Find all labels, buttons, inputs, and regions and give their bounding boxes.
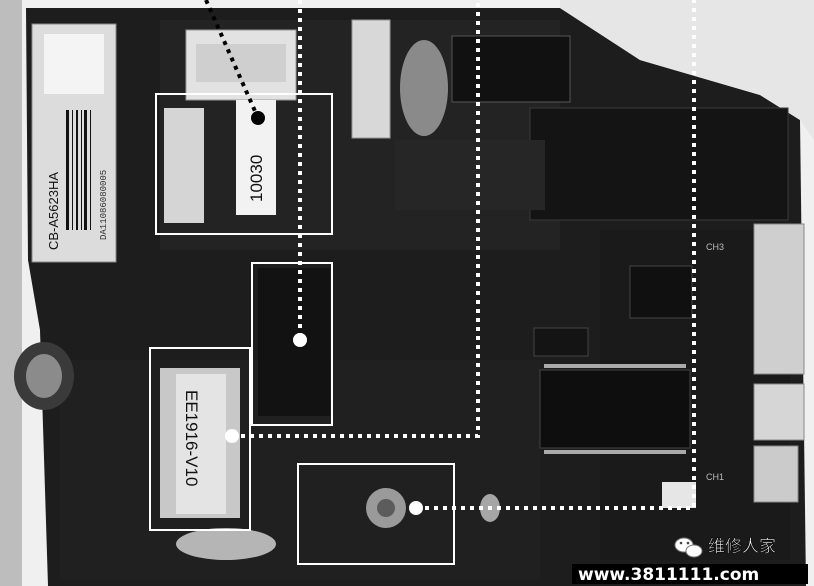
- highlight-box-power-ic: [251, 262, 333, 426]
- connector-mark-1: CH3: [706, 242, 724, 252]
- test-pad: [662, 482, 696, 508]
- left-shadow-strip: [0, 0, 22, 586]
- marker-dot-power-ic: [293, 333, 307, 347]
- leader-line-buzzer: [416, 0, 696, 510]
- electrolytic-capacitor: [14, 342, 74, 410]
- small-ic: [533, 327, 589, 357]
- main-relay: [529, 107, 789, 221]
- marker-dot-transformer: [225, 429, 239, 443]
- model-sticker: CB-A5623HA DA11086080005: [31, 23, 117, 263]
- mcu-pins: [544, 364, 686, 454]
- highlight-box-fuse-resistor: [155, 93, 333, 235]
- marker-dot-buzzer: [409, 501, 423, 515]
- bottom-capacitor: [176, 528, 276, 560]
- leader-line-transformer: [232, 0, 480, 438]
- cement-resistor: [351, 19, 391, 139]
- top-capacitor: [400, 40, 448, 136]
- highlight-box-buzzer: [297, 463, 455, 565]
- sticker-barcode: [66, 110, 91, 230]
- terminal-block: [451, 35, 571, 103]
- transformer-marking-text: EE1916-V10: [182, 390, 201, 486]
- watermark-url: www.3811111.com: [578, 565, 759, 585]
- highlight-box-transformer: [149, 347, 251, 531]
- fuse-holder: [164, 108, 204, 223]
- right-connectors: [753, 223, 805, 503]
- driver-chip: [629, 265, 693, 319]
- resistor-marking-text: 10030: [247, 155, 266, 202]
- transformer-label: [176, 374, 226, 514]
- leader-line-resistor: [204, 0, 260, 119]
- watermark-url-bg: [572, 564, 808, 584]
- connector-mark-2: CH1: [706, 472, 724, 482]
- marker-dot-resistor: [251, 111, 265, 125]
- watermark-brand: 维修人家: [708, 537, 776, 557]
- sticker-model-text: CB-A5623HA: [46, 172, 61, 250]
- sticker-barcode-number: DA11086080005: [99, 170, 109, 240]
- wechat-icon: [674, 537, 703, 558]
- microcontroller-chip: [539, 369, 691, 449]
- corner-paper: [560, 0, 814, 140]
- watermark: 维修人家 www.3811111.com: [572, 537, 808, 585]
